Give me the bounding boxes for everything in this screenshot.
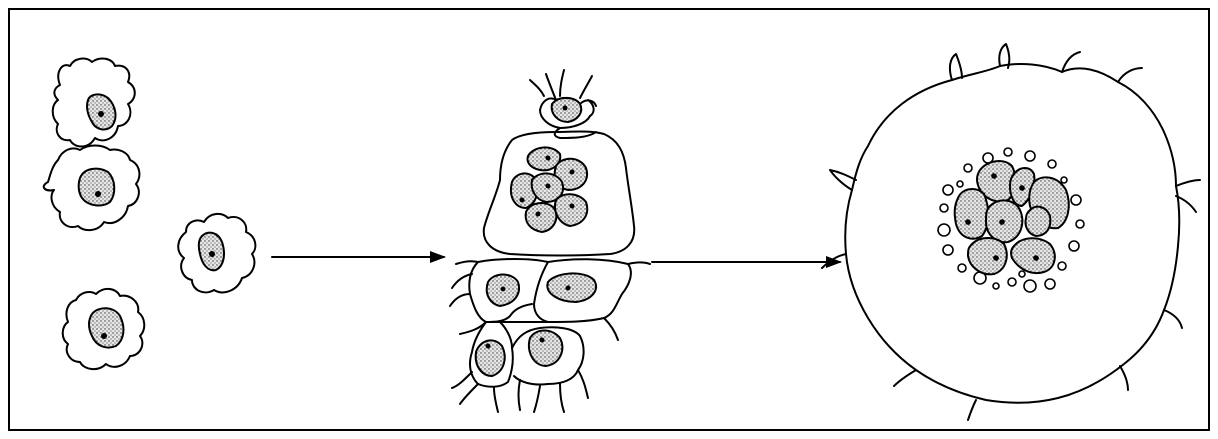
- nucleolus: [540, 338, 545, 343]
- nucleus: [1011, 238, 1055, 273]
- vacuole: [940, 204, 948, 212]
- single-cell: [178, 214, 255, 292]
- nucleus: [547, 273, 596, 302]
- vacuole: [938, 224, 950, 236]
- vacuole: [943, 245, 953, 255]
- nucleolus: [95, 191, 101, 197]
- nucleolus: [546, 184, 551, 189]
- stage-fused-cell: [822, 44, 1200, 420]
- nucleus: [955, 189, 989, 239]
- nucleolus: [486, 344, 491, 349]
- nucleus: [1025, 207, 1050, 236]
- vacuole: [957, 181, 963, 187]
- nucleolus: [991, 173, 997, 179]
- multinucleate-cell: [484, 132, 635, 256]
- lower-cell-cluster: [450, 259, 650, 412]
- single-cell: [63, 289, 145, 369]
- nucleolus: [566, 286, 571, 291]
- single-cell: [53, 59, 135, 147]
- vacuole: [993, 283, 999, 289]
- nucleolus: [570, 204, 575, 209]
- nucleus: [526, 203, 557, 232]
- nucleolus: [520, 198, 525, 203]
- vacuole: [1058, 262, 1066, 270]
- nucleus: [89, 308, 123, 347]
- vacuole: [943, 185, 953, 195]
- nucleolus: [101, 333, 107, 339]
- vacuole: [958, 264, 966, 272]
- nucleus: [555, 194, 587, 226]
- nucleolus: [209, 251, 215, 257]
- vacuole: [1008, 278, 1016, 286]
- vacuole: [964, 164, 972, 172]
- nucleolus: [563, 106, 568, 111]
- nucleolus: [965, 219, 971, 225]
- vacuole: [1061, 177, 1067, 183]
- nucleolus: [993, 255, 999, 261]
- vacuole: [1069, 241, 1079, 251]
- nucleus: [968, 238, 1007, 274]
- vacuole: [1071, 195, 1081, 205]
- vacuole: [1019, 271, 1025, 277]
- nucleus: [529, 331, 562, 367]
- nucleolus: [501, 287, 506, 292]
- nucleolus: [1033, 255, 1039, 261]
- nucleolus: [570, 170, 575, 175]
- cell-projection: [530, 70, 592, 98]
- nucleolus: [999, 219, 1005, 225]
- top-cell: [530, 70, 596, 138]
- stage-aggregated-cells: [450, 70, 650, 412]
- cell-membrane: [486, 304, 532, 322]
- vacuole: [1076, 220, 1084, 228]
- vacuole: [1004, 148, 1012, 156]
- nucleolus: [536, 212, 541, 217]
- vacuole: [1025, 151, 1035, 161]
- stage-separate-cells: [44, 59, 256, 370]
- nucleolus: [546, 156, 551, 161]
- nucleolus: [1019, 185, 1025, 191]
- vacuole: [1048, 160, 1056, 168]
- vacuole: [1024, 280, 1036, 292]
- vacuole: [1045, 279, 1055, 289]
- nucleus: [79, 169, 115, 206]
- nucleolus: [98, 111, 104, 117]
- single-cell: [44, 146, 140, 231]
- nuclei-cluster: [955, 161, 1069, 274]
